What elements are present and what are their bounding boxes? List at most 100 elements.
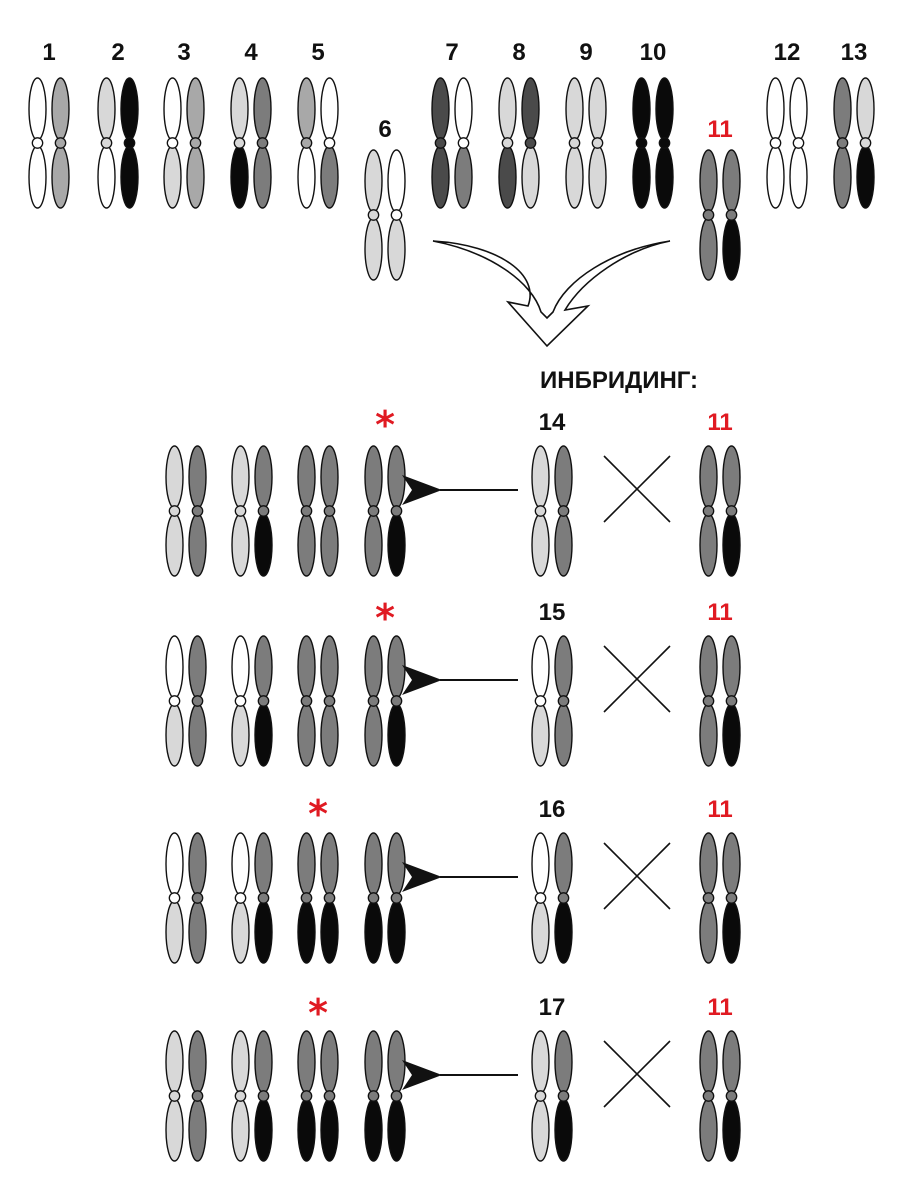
parent-label-3: 3 <box>177 39 191 66</box>
parent-3-pair-chromatid-b-top-arm <box>186 77 205 141</box>
row-3-offspring-1-chromatid-b-centromere <box>191 892 204 904</box>
row-4-partner-chromatid-b <box>722 1030 741 1162</box>
parent-7-pair-chromatid-a <box>431 77 450 209</box>
parent-13-pair-chromatid-a-top-arm <box>833 77 852 141</box>
row-2-offspring-3-chromatid-b-centromere <box>323 695 336 707</box>
row-4-star: * <box>308 991 328 1035</box>
parent-5-pair-chromatid-b <box>320 77 339 209</box>
row-3-offspring-3-chromatid-b-bottom-arm <box>320 900 339 964</box>
row-1-offspring-4-chromatid-b-bottom-arm <box>387 513 406 577</box>
row-1-offspring-1-chromatid-b-centromere <box>191 505 204 517</box>
row-3-offspring-2-chromatid-a-top-arm <box>231 832 250 896</box>
row-1-parent-chromatid-a-centromere <box>534 505 547 517</box>
row-1-offspring-1-chromatid-a-top-arm <box>165 445 184 509</box>
parent-13-pair-chromatid-a <box>833 77 852 209</box>
parent-label-11: 11 <box>707 116 733 143</box>
row-2-offspring-1-chromatid-b-centromere <box>191 695 204 707</box>
row-2-offspring-2-chromatid-b-centromere <box>257 695 270 707</box>
row-2-offspring-3-chromatid-a-centromere <box>300 695 313 707</box>
row-2-offspring-4-chromatid-a-bottom-arm <box>364 703 383 767</box>
row-2-offspring-4-chromatid-a <box>364 635 383 767</box>
parent-8-pair-chromatid-b <box>521 77 540 209</box>
row-2-offspring-2-chromatid-a-top-arm <box>231 635 250 699</box>
row-3-partner-chromatid-b-top-arm <box>722 832 741 896</box>
cross-stroke-b <box>603 1040 671 1108</box>
row-3-offspring-4-chromatid-a-bottom-arm <box>364 900 383 964</box>
parent-1-pair-chromatid-b <box>51 77 70 209</box>
row-1-offspring-2-chromatid-b-bottom-arm <box>254 513 273 577</box>
row-1-cross-sign <box>603 455 671 523</box>
parent-13-pair-chromatid-b-top-arm <box>856 77 875 141</box>
row-4-parent-chromatid-a <box>531 1030 550 1162</box>
parent-5-pair-chromatid-a-centromere <box>300 137 313 149</box>
parent-label-4: 4 <box>244 39 258 66</box>
row-2-offspring-2-chromatid-b-top-arm <box>254 635 273 699</box>
row-3-offspring-2-chromatid-b-centromere <box>257 892 270 904</box>
row-3-offspring-2-chromatid-a <box>231 832 250 964</box>
row-2-offspring-3-chromatid-a <box>297 635 316 767</box>
row-2-partner-label: 11 <box>707 599 733 626</box>
parent-12-pair-chromatid-b <box>789 77 808 209</box>
parent-4-pair-chromatid-a-bottom-arm <box>230 145 249 209</box>
cross-stroke-b <box>603 842 671 910</box>
chromosome-layer <box>28 77 875 1162</box>
row-4-offspring-4-chromatid-a-bottom-arm <box>364 1098 383 1162</box>
parent-12-pair-chromatid-a-bottom-arm <box>766 145 785 209</box>
row-3-cross-sign <box>603 842 671 910</box>
row-3-offspring-3-chromatid-a-centromere <box>300 892 313 904</box>
row-4-offspring-4-chromatid-b-top-arm <box>387 1030 406 1094</box>
row-4-offspring-3-chromatid-a-bottom-arm <box>297 1098 316 1162</box>
parent-3-pair-chromatid-b <box>186 77 205 209</box>
row-4-offspring-3-chromatid-b-bottom-arm <box>320 1098 339 1162</box>
parent-10-pair-chromatid-b <box>655 77 674 209</box>
row-2-offspring-3-chromatid-b-top-arm <box>320 635 339 699</box>
row-4-offspring-3-chromatid-b-centromere <box>323 1090 336 1102</box>
row-3-offspring-2-chromatid-a-centromere <box>234 892 247 904</box>
row-3-offspring-4-chromatid-b-centromere <box>390 892 403 904</box>
row-4-offspring-2-chromatid-b-centromere <box>257 1090 270 1102</box>
row-1-offspring-1-chromatid-b-top-arm <box>188 445 207 509</box>
row-1-partner-chromatid-a-bottom-arm <box>699 513 718 577</box>
parent-6-pair-chromatid-b-centromere <box>390 209 403 221</box>
row-1-partner-chromatid-b-top-arm <box>722 445 741 509</box>
parent-4-pair-chromatid-b-top-arm <box>253 77 272 141</box>
row-2-offspring-3-chromatid-a-bottom-arm <box>297 703 316 767</box>
row-3-offspring-1-chromatid-a <box>165 832 184 964</box>
row-2-offspring-1-chromatid-a-top-arm <box>165 635 184 699</box>
row-2-partner-chromatid-a-centromere <box>702 695 715 707</box>
row-2-parent-chromatid-a-centromere <box>534 695 547 707</box>
parent-3-pair-chromatid-b-bottom-arm <box>186 145 205 209</box>
row-4-parent-chromatid-b-centromere <box>557 1090 570 1102</box>
row-4-offspring-4-chromatid-a <box>364 1030 383 1162</box>
row-1-offspring-2-chromatid-a <box>231 445 250 577</box>
row-2-partner-chromatid-a <box>699 635 718 767</box>
parent-9-pair-chromatid-a-bottom-arm <box>565 145 584 209</box>
row-2-partner-chromatid-b-top-arm <box>722 635 741 699</box>
parent-10-pair-chromatid-a <box>632 77 651 209</box>
row-1-offspring-3-chromatid-b-bottom-arm <box>320 513 339 577</box>
parent-9-pair-chromatid-a <box>565 77 584 209</box>
row-1-partner-chromatid-a-top-arm <box>699 445 718 509</box>
parent-1-pair-chromatid-b-bottom-arm <box>51 145 70 209</box>
parent-6-pair-chromatid-b-bottom-arm <box>387 217 406 281</box>
parent-7-pair-chromatid-a-bottom-arm <box>431 145 450 209</box>
row-1-parent-chromatid-b-top-arm <box>554 445 573 509</box>
row-4-offspring-1-chromatid-a-centromere <box>168 1090 181 1102</box>
parent-label-12: 12 <box>773 39 801 66</box>
row-2-offspring-2-chromatid-a <box>231 635 250 767</box>
row-2-cross-sign <box>603 645 671 713</box>
row-3-parent-chromatid-b-centromere <box>557 892 570 904</box>
row-4-cross-sign <box>603 1040 671 1108</box>
row-3-parent-chromatid-b <box>554 832 573 964</box>
parent-5-pair-chromatid-b-centromere <box>323 137 336 149</box>
row-3-offspring-2-chromatid-b-bottom-arm <box>254 900 273 964</box>
parent-8-pair-chromatid-a-centromere <box>501 137 514 149</box>
row-1-offspring-4-chromatid-b-top-arm <box>387 445 406 509</box>
parent-6-pair-chromatid-b <box>387 149 406 281</box>
parent-2-pair-chromatid-b-bottom-arm <box>120 145 139 209</box>
parent-13-pair-chromatid-b-centromere <box>859 137 872 149</box>
merge-arrow <box>432 240 671 348</box>
row-3-partner-label: 11 <box>707 796 733 823</box>
